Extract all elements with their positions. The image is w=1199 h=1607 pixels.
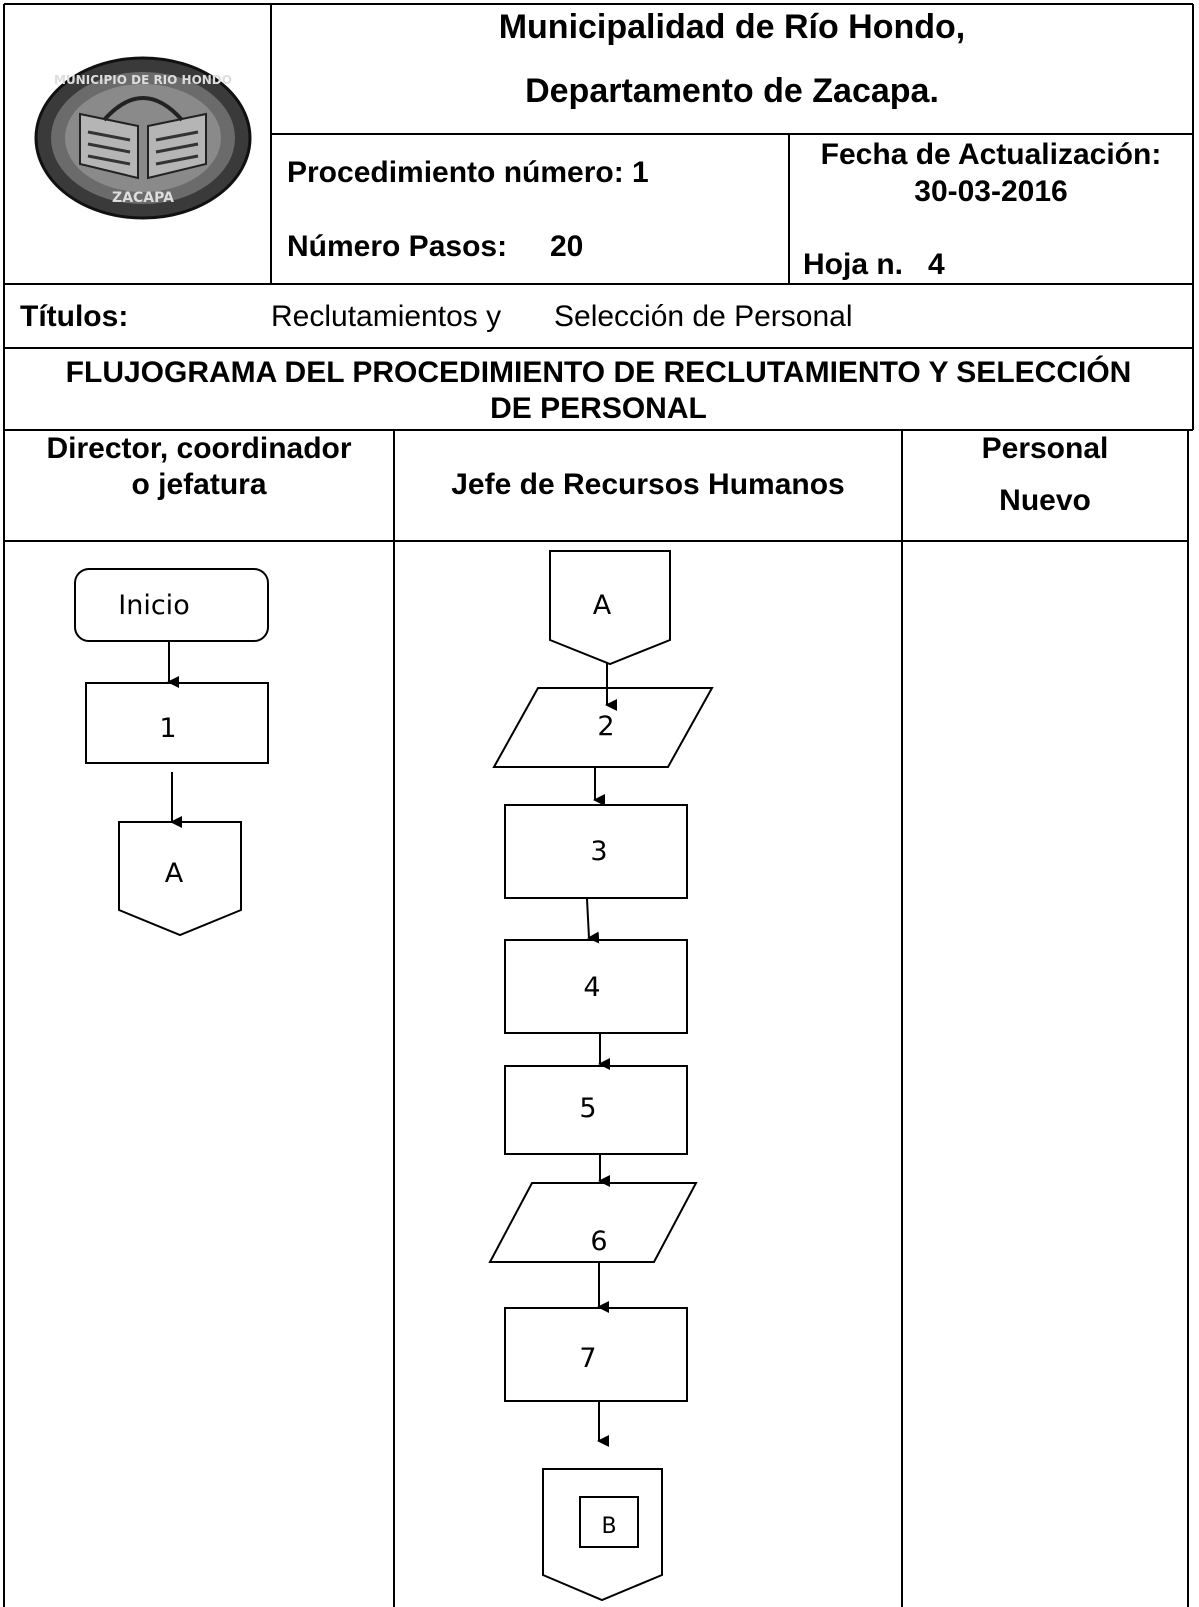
titles-value-part1: Reclutamientos y bbox=[271, 300, 502, 333]
step-3-process bbox=[504, 804, 688, 899]
step-7-label: 7 bbox=[579, 1343, 596, 1374]
step-4-label: 4 bbox=[583, 972, 600, 1003]
offpage-connector-a-in bbox=[549, 550, 671, 666]
lane-director-line2: o jefatura bbox=[131, 468, 267, 501]
step-2-label: 2 bbox=[597, 711, 614, 742]
start-terminator bbox=[74, 568, 269, 642]
municipality-seal-logo: MUNICIPIO DE RIO HONDO ZACAPA bbox=[34, 56, 252, 220]
step-5-process bbox=[504, 1065, 688, 1155]
connector-a-out-label: A bbox=[165, 858, 184, 889]
steps-value: 20 bbox=[550, 230, 584, 263]
step-1-process bbox=[85, 682, 269, 764]
lane-header-hr: Jefe de Recursos Humanos bbox=[451, 468, 845, 501]
steps-label: Número Pasos: bbox=[287, 230, 508, 263]
sheet-value: 4 bbox=[928, 248, 945, 281]
titles-value-part2: Selección de Personal bbox=[554, 300, 853, 333]
sheet-label: Hoja n. bbox=[803, 248, 904, 281]
update-date: 30-03-2016 bbox=[914, 175, 1068, 208]
step-5-label: 5 bbox=[579, 1093, 596, 1124]
start-label: Inicio bbox=[118, 590, 189, 621]
step-7-process bbox=[504, 1307, 688, 1402]
step-3-label: 3 bbox=[590, 836, 607, 867]
procedure-number: Procedimiento número: 1 bbox=[287, 156, 649, 189]
flowchart-heading-line1: FLUJOGRAMA DEL PROCEDIMIENTO DE RECLUTAM… bbox=[65, 356, 1132, 389]
department-title: Departamento de Zacapa. bbox=[525, 72, 939, 110]
connector-b-label: B bbox=[601, 1514, 616, 1539]
lane-director-line1: Director, coordinador bbox=[46, 432, 352, 465]
step-6-data bbox=[488, 1182, 698, 1263]
flowchart-heading-line2: DE PERSONAL bbox=[490, 392, 707, 425]
lane-header-director: Director, coordinador o jefatura bbox=[4, 432, 394, 502]
lane-header-new-staff: Personal Nuevo bbox=[902, 432, 1188, 518]
logo-bottom-text: ZACAPA bbox=[112, 190, 174, 206]
municipality-title: Municipalidad de Río Hondo, bbox=[498, 8, 966, 46]
logo-top-text: MUNICIPIO DE RIO HONDO bbox=[54, 73, 232, 87]
step-2-data bbox=[492, 687, 714, 768]
titles-label: Títulos: bbox=[20, 300, 129, 333]
lane-new-staff-line1: Personal bbox=[981, 432, 1109, 465]
arrow-3-to-4 bbox=[586, 898, 600, 944]
connector-a-in-label: A bbox=[593, 590, 612, 621]
step-6-label: 6 bbox=[590, 1226, 607, 1257]
step-4-process bbox=[504, 939, 688, 1034]
offpage-connector-a-out bbox=[118, 821, 242, 937]
lane-new-staff-line2: Nuevo bbox=[999, 484, 1091, 517]
connector-b-inner-box bbox=[579, 1496, 639, 1548]
step-1-label: 1 bbox=[159, 713, 176, 744]
update-label: Fecha de Actualización: bbox=[820, 138, 1162, 171]
